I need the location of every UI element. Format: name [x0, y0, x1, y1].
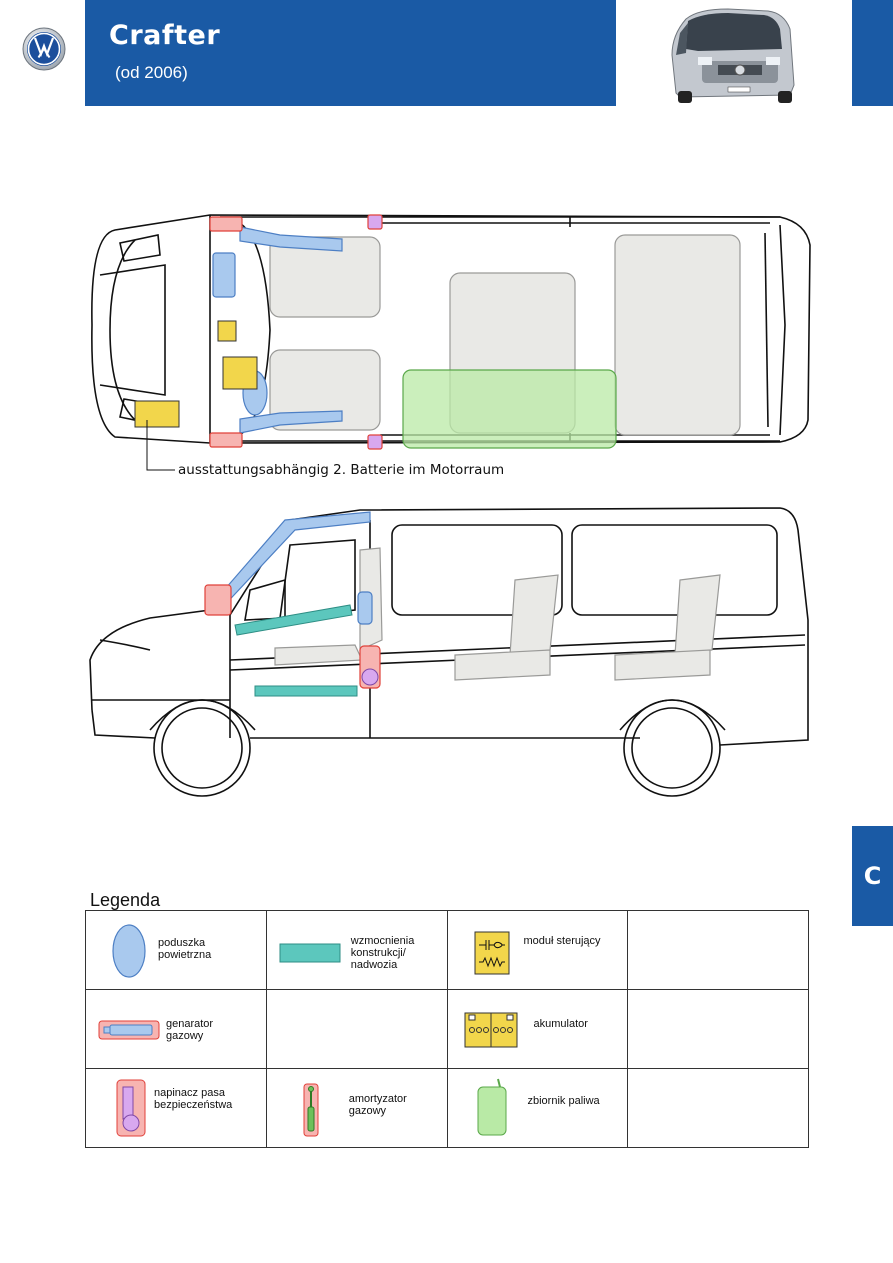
legend-label-reinforcement: wzmocnienia konstrukcji/ nadwozia: [350, 935, 415, 971]
page-title: Crafter: [109, 20, 221, 51]
legend-label-gas-strut: amortyzator gazowy: [348, 1093, 407, 1117]
seatbelt-tensioner-icon: [116, 1079, 146, 1137]
header-side-tab: [852, 0, 893, 106]
note-leader-line: [146, 420, 175, 471]
legend-cell-gas-generator: genarator gazowy: [85, 989, 267, 1069]
legend-label-gas-generator: genarator gazowy: [166, 1018, 214, 1042]
legend-label-seatbelt-tensioner: napinacz pasa bezpieczeństwa: [154, 1087, 233, 1111]
legend-label-battery: akumulator: [533, 1018, 588, 1030]
vehicle-side-view: [89, 507, 809, 797]
reinforcement-icon: [279, 943, 341, 963]
legend-cell-control-module: moduł sterujący: [446, 910, 629, 990]
diagram-note: ausstattungsabhängig 2. Batterie im Moto…: [178, 462, 505, 478]
airbag-icon: [112, 924, 146, 978]
control-module-icon: [474, 931, 509, 975]
legend-label-airbag: poduszka powietrzna: [158, 937, 212, 961]
legend-cell-empty-1: [627, 910, 809, 990]
section-tab: C: [852, 826, 893, 926]
battery-icon: [464, 1012, 517, 1048]
legend-cell-empty-2: [265, 989, 448, 1069]
legend-cell-airbag: poduszka powietrzna: [85, 910, 267, 990]
vw-logo: [22, 27, 66, 71]
legend-label-fuel-tank: zbiornik paliwa: [527, 1095, 600, 1107]
legend-title: Legenda: [90, 890, 161, 910]
legend-cell-fuel-tank: zbiornik paliwa: [446, 1068, 629, 1148]
vehicle-top-view: [91, 214, 811, 450]
van-photo: [671, 8, 795, 103]
page-subtitle: (od 2006): [115, 63, 188, 82]
legend-cell-empty-4: [627, 1068, 809, 1148]
legend-cell-reinforcement: wzmocnienia konstrukcji/ nadwozia: [265, 910, 448, 990]
header-banner: Crafter (od 2006): [85, 0, 616, 106]
legend-table: poduszka powietrzna wzmocnienia konstruk…: [85, 910, 809, 1148]
legend-cell-empty-3: [627, 989, 809, 1069]
fuel-tank-icon: [477, 1078, 506, 1136]
legend-cell-battery: akumulator: [446, 989, 629, 1069]
gas-generator-icon: [98, 1020, 160, 1040]
legend-label-control-module: moduł sterujący: [523, 935, 601, 947]
gas-strut-icon: [303, 1083, 319, 1137]
legend-cell-seatbelt-tensioner: napinacz pasa bezpieczeństwa: [85, 1068, 267, 1148]
legend-cell-gas-strut: amortyzator gazowy: [265, 1068, 448, 1148]
